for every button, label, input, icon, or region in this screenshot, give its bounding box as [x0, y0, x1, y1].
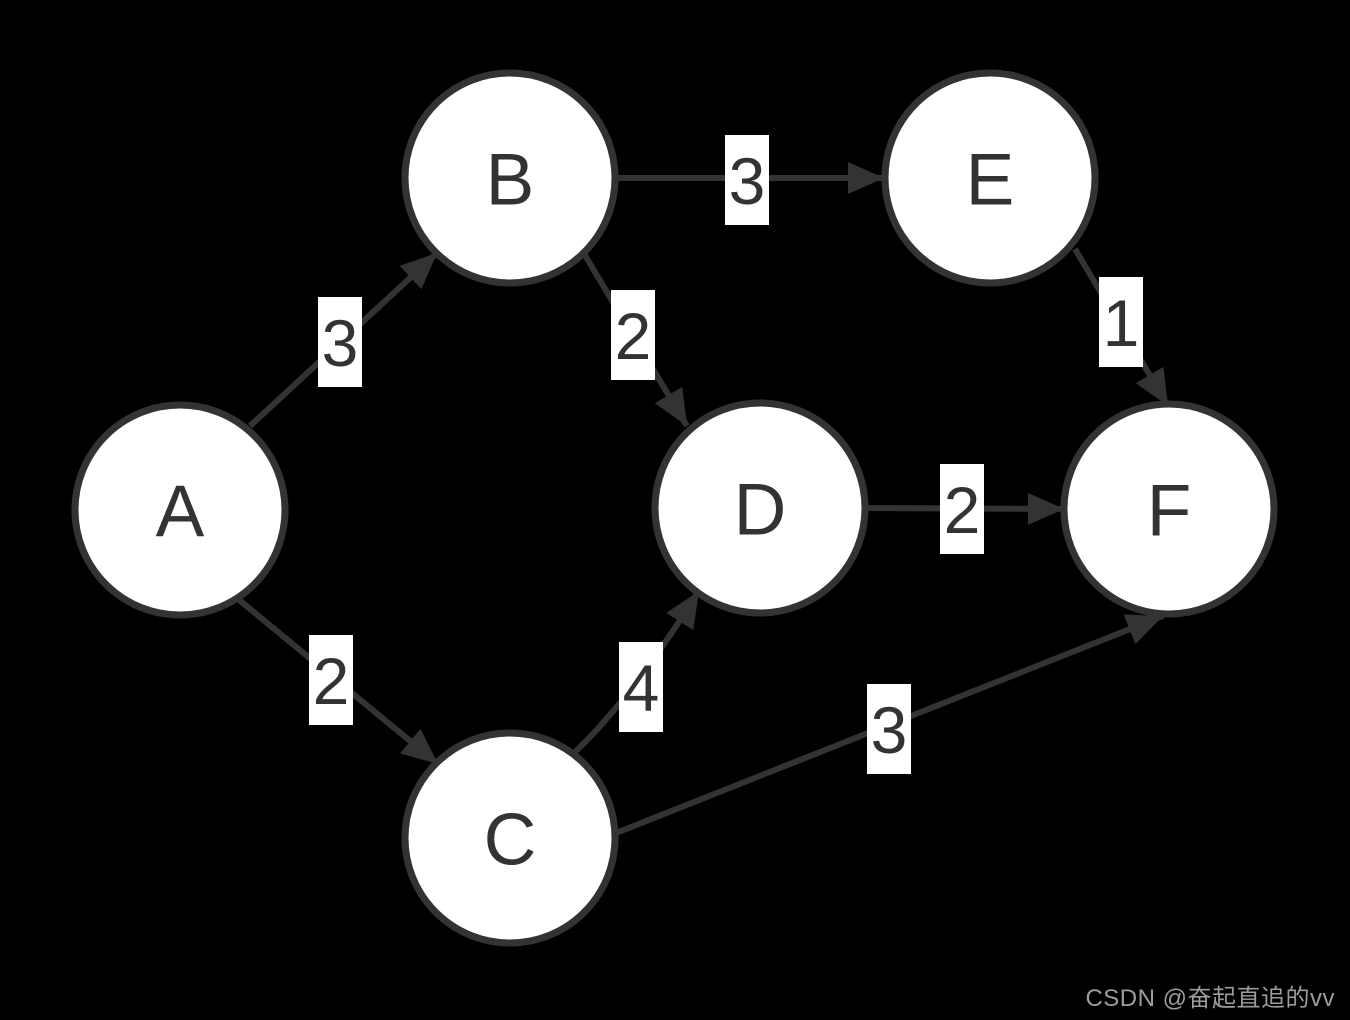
edge-weight-bg [867, 684, 911, 774]
edge-weight-bg [318, 297, 362, 387]
node-circle-b [401, 69, 619, 287]
arrowhead-icon [666, 591, 699, 630]
edge-weight-label: 2 [615, 299, 652, 373]
node-d: D [651, 399, 869, 617]
node-label-d: D [734, 469, 787, 550]
edge-weight-label: 2 [944, 473, 981, 547]
node-circle-d [651, 399, 869, 617]
arrowhead-icon [399, 253, 437, 290]
node-label-e: E [966, 139, 1015, 220]
arrowhead-icon [1123, 614, 1163, 645]
edge-a-b: 3 [247, 250, 440, 429]
edge-b-d: 2 [580, 250, 690, 428]
edge-weight-bg [725, 135, 769, 225]
edge-weight-bg [1099, 277, 1143, 367]
node-circle-f [1060, 400, 1278, 618]
node-circle-a [71, 401, 289, 619]
node-circle-c [401, 729, 619, 947]
node-f: F [1060, 400, 1278, 618]
node-c: C [401, 729, 619, 947]
node-a: A [71, 401, 289, 619]
edge-weight-bg [619, 642, 663, 732]
node-label-b: B [486, 139, 535, 220]
edge-c-d: 4 [572, 589, 702, 755]
edge-weight-label: 4 [623, 651, 660, 725]
node-b: B [401, 69, 619, 287]
node-label-c: C [484, 799, 537, 880]
edge-weight-label: 3 [871, 693, 908, 767]
edge-c-f: 3 [614, 613, 1165, 836]
edge-weight-bg [309, 635, 353, 725]
csdn-watermark: CSDN @奋起直追的vv [1085, 985, 1335, 1012]
arrowhead-icon [400, 728, 438, 764]
edge-weight-label: 3 [322, 306, 359, 380]
node-circle-e [881, 69, 1099, 287]
node-label-a: A [156, 471, 205, 552]
edge-weight-label: 3 [729, 144, 766, 218]
edge-b-e: 3 [615, 135, 884, 225]
edge-d-f: 2 [864, 464, 1065, 554]
edge-weight-label: 2 [313, 644, 350, 718]
edge-e-f: 1 [1072, 247, 1171, 408]
arrowhead-icon [654, 386, 687, 426]
edge-weight-bg [940, 464, 984, 554]
edge-a-c: 2 [236, 596, 440, 767]
node-label-f: F [1147, 470, 1192, 551]
edge-weight-bg [611, 290, 655, 380]
arrowhead-icon [1027, 492, 1064, 525]
edge-weight-label: 1 [1103, 286, 1140, 360]
arrowhead-icon [1135, 366, 1168, 406]
node-e: E [881, 69, 1099, 287]
arrowhead-icon [848, 162, 884, 194]
